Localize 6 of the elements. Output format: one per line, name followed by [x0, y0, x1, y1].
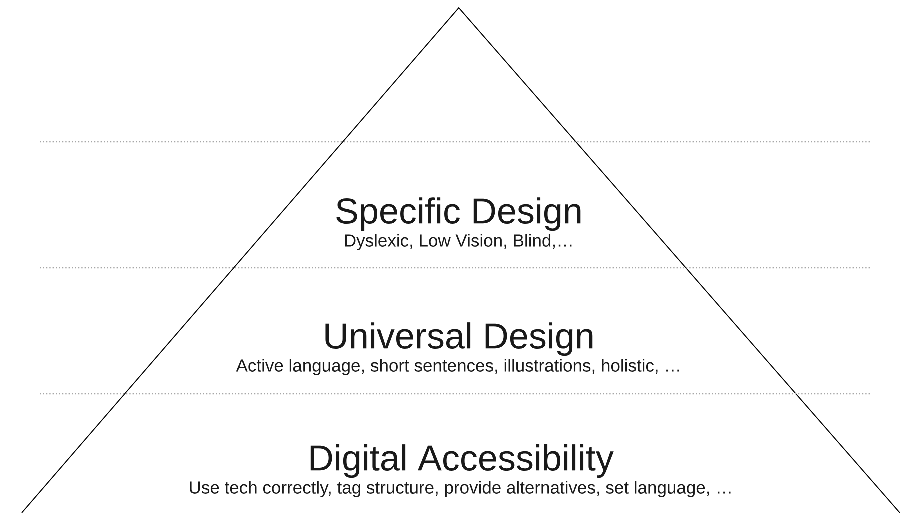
level-description: Active language, short sentences, illustrations, holistic, …	[236, 359, 680, 376]
level-heading: Digital Accessibility	[310, 444, 614, 478]
level-heading: Universal Design	[326, 322, 593, 356]
level-description: Dyslexic, Low Vision, Blind,…	[345, 234, 572, 250]
level-description: Use tech correctly, tag structure, provide alternatives, set language, …	[190, 481, 731, 498]
level-heading: Specific Design	[336, 198, 581, 232]
